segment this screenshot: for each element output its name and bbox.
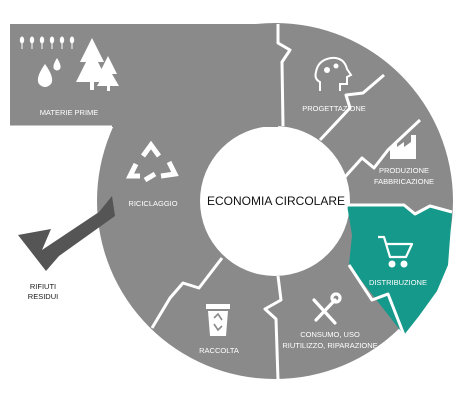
down-arrow-icon <box>18 196 115 271</box>
recycle-bin-icon <box>206 304 230 336</box>
label-materie-prime: MATERIE PRIME <box>40 108 99 117</box>
center-hub <box>202 128 348 274</box>
factory-icon <box>390 135 416 159</box>
label-residui: RESIDUI <box>28 292 58 301</box>
label-rifiuti: RIFIUTI <box>30 282 56 291</box>
head-gears-icon <box>314 56 353 91</box>
segment-materie-prime <box>10 24 278 127</box>
segment-distribuzione <box>347 205 452 335</box>
segment-dividers <box>10 24 453 381</box>
label-fabbricazione: FABBRICAZIONE <box>374 177 434 186</box>
label-riciclaggio: RICICLAGGIO <box>128 199 177 208</box>
grain-icon <box>19 36 75 49</box>
label-progettazione: PROGETTAZIONE <box>302 104 366 113</box>
shopping-cart-icon <box>378 235 414 268</box>
center-title: ECONOMIA CIRCOLARE <box>207 194 345 208</box>
label-consumo-2: RIUTILIZZO, RIPARAZIONE <box>282 341 377 350</box>
label-distribuzione: DISTRIBUZIONE <box>369 278 427 287</box>
label-raccolta: RACCOLTA <box>199 346 239 355</box>
label-produzione: PRODUZIONE <box>379 166 429 175</box>
tools-icon <box>312 292 342 325</box>
water-drops-icon <box>37 58 61 87</box>
label-consumo-1: CONSUMO, USO <box>300 330 360 339</box>
trees-icon <box>76 38 119 91</box>
recycle-icon <box>125 140 179 183</box>
